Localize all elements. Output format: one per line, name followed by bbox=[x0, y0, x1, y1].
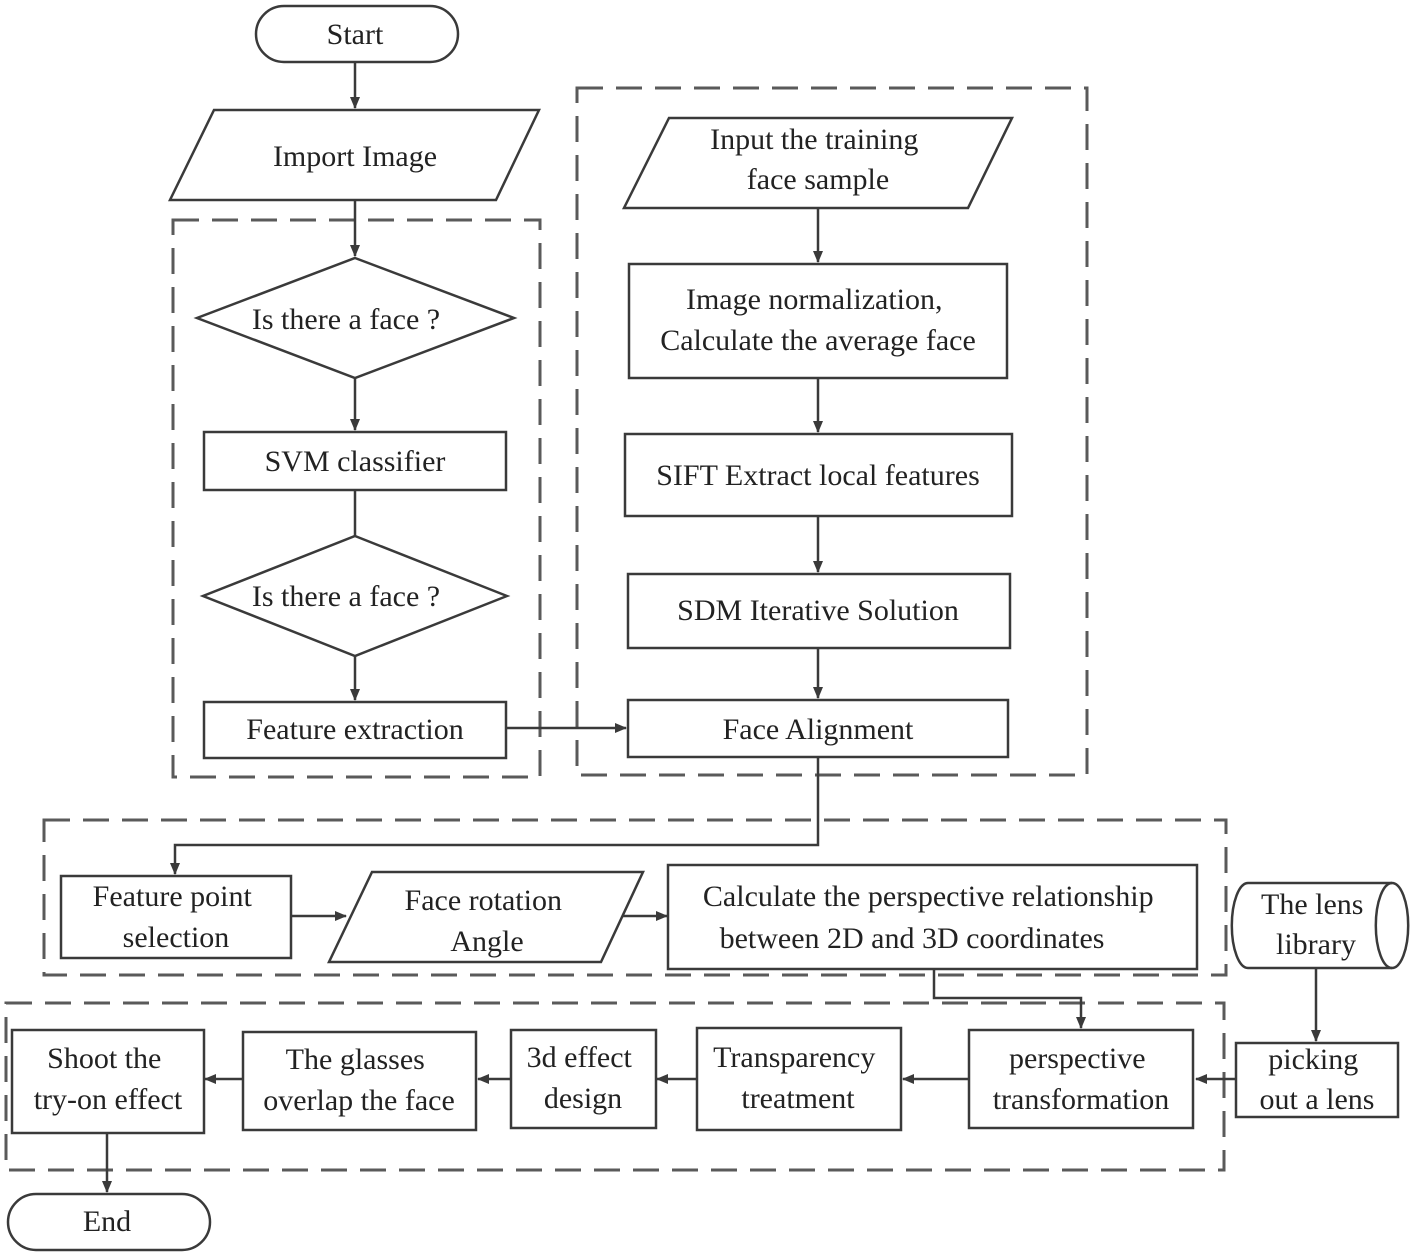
normalization-process: Image normalization, Calculate the avera… bbox=[627, 262, 1009, 380]
feature-point-label-line-1: Feature point bbox=[93, 880, 253, 913]
svm-classifier-process: SVM classifier bbox=[202, 430, 508, 492]
perspective-relationship-label: Calculate the perspective relationship b… bbox=[703, 880, 1161, 955]
effect-3d-process: 3d effect design bbox=[509, 1028, 658, 1130]
effect-3d-label-line-2: design bbox=[544, 1082, 622, 1115]
group-face-detection bbox=[171, 218, 542, 779]
shoot-effect-process: Shoot the try-on effect bbox=[10, 1028, 206, 1135]
group-rendering bbox=[4, 1001, 1226, 1172]
lens-library-label-line-1: The lens bbox=[1261, 888, 1363, 921]
sdm-label: SDM Iterative Solution bbox=[677, 594, 959, 627]
import-image-io: Import Image bbox=[167, 108, 541, 202]
lens-library-label-line-2: library bbox=[1276, 928, 1356, 961]
training-input-label-line-2: face sample bbox=[747, 163, 889, 196]
perspective-transform-label: perspective transformation bbox=[993, 1042, 1170, 1116]
start-label: Start bbox=[327, 18, 384, 51]
picking-lens-label: picking out a lens bbox=[1260, 1043, 1375, 1116]
picking-lens-label-line-1: picking bbox=[1268, 1043, 1358, 1076]
normalization-label-line-1: Image normalization, bbox=[686, 283, 943, 316]
feature-extraction-process: Feature extraction bbox=[202, 700, 508, 760]
face-rotation-label-line-2: Angle bbox=[450, 925, 523, 958]
face-rotation-label: Face rotation Angle bbox=[405, 884, 570, 958]
transparency-label: Transparency treatment bbox=[713, 1041, 883, 1115]
edge-alignment-featurepoint bbox=[170, 757, 820, 875]
shoot-effect-label: Shoot the try-on effect bbox=[34, 1042, 183, 1116]
feature-extraction-label: Feature extraction bbox=[246, 713, 463, 746]
glasses-overlap-process: The glasses overlap the face bbox=[241, 1030, 478, 1132]
perspective-transform-label-line-1: perspective bbox=[1009, 1042, 1146, 1075]
training-input-label-line-1: Input the training bbox=[710, 123, 918, 156]
picking-lens-process: picking out a lens bbox=[1234, 1041, 1400, 1119]
svm-classifier-label: SVM classifier bbox=[265, 445, 446, 478]
face-rotation-io: Face rotation Angle bbox=[327, 870, 645, 964]
shoot-effect-label-line-2: try-on effect bbox=[34, 1083, 183, 1116]
feature-point-label-line-2: selection bbox=[123, 921, 230, 954]
end-terminal: End bbox=[6, 1192, 212, 1252]
training-input-io: Input the training face sample bbox=[621, 116, 1015, 210]
sift-label: SIFT Extract local features bbox=[656, 459, 980, 492]
group-boxes bbox=[4, 86, 1228, 1172]
face-alignment-process: Face Alignment bbox=[626, 698, 1010, 759]
shoot-effect-label-line-1: Shoot the bbox=[47, 1042, 161, 1075]
feature-point-label: Feature point selection bbox=[93, 880, 260, 954]
nodes: Start Import Image Is there a face ? SVM… bbox=[6, 4, 1410, 1252]
transparency-label-line-2: treatment bbox=[741, 1082, 855, 1115]
edge-perspective-transform bbox=[932, 969, 1086, 1029]
transparency-label-line-1: Transparency bbox=[713, 1041, 875, 1074]
perspective-transform-label-line-2: transformation bbox=[993, 1083, 1170, 1116]
perspective-relationship-label-line-2: between 2D and 3D coordinates bbox=[720, 922, 1105, 955]
import-image-label: Import Image bbox=[273, 140, 437, 173]
face-decision-2-label: Is there a face ? bbox=[252, 580, 440, 613]
glasses-overlap-label-line-1: The glasses bbox=[286, 1043, 425, 1076]
group-pose-estimation bbox=[42, 818, 1228, 977]
face-rotation-label-line-1: Face rotation bbox=[405, 884, 562, 917]
transparency-process: Transparency treatment bbox=[695, 1026, 903, 1132]
end-label: End bbox=[83, 1205, 131, 1238]
face-decision-1: Is there a face ? bbox=[193, 256, 518, 380]
feature-point-process: Feature point selection bbox=[59, 874, 293, 960]
sift-process: SIFT Extract local features bbox=[623, 432, 1014, 518]
normalization-label-line-2: Calculate the average face bbox=[660, 324, 976, 357]
glasses-overlap-label: The glasses overlap the face bbox=[263, 1043, 455, 1117]
perspective-relationship-process: Calculate the perspective relationship b… bbox=[666, 863, 1199, 971]
face-alignment-label: Face Alignment bbox=[723, 713, 914, 746]
picking-lens-label-line-2: out a lens bbox=[1260, 1083, 1375, 1116]
effect-3d-label: 3d effect design bbox=[527, 1041, 640, 1115]
lens-library-storage: The lens library bbox=[1230, 881, 1410, 970]
edges bbox=[102, 62, 1321, 1193]
sdm-process: SDM Iterative Solution bbox=[626, 572, 1012, 650]
start-terminal: Start bbox=[254, 4, 460, 64]
effect-3d-label-line-1: 3d effect bbox=[527, 1041, 633, 1074]
face-decision-2: Is there a face ? bbox=[199, 534, 511, 658]
group-face-alignment bbox=[575, 86, 1089, 777]
face-decision-1-label: Is there a face ? bbox=[252, 303, 440, 336]
perspective-relationship-label-line-1: Calculate the perspective relationship bbox=[703, 880, 1154, 913]
perspective-transform-process: perspective transformation bbox=[967, 1028, 1195, 1130]
glasses-overlap-label-line-2: overlap the face bbox=[263, 1084, 455, 1117]
normalization-label: Image normalization, Calculate the avera… bbox=[660, 283, 976, 357]
training-input-label: Input the training face sample bbox=[710, 123, 926, 196]
lens-library-label: The lens library bbox=[1261, 888, 1371, 961]
